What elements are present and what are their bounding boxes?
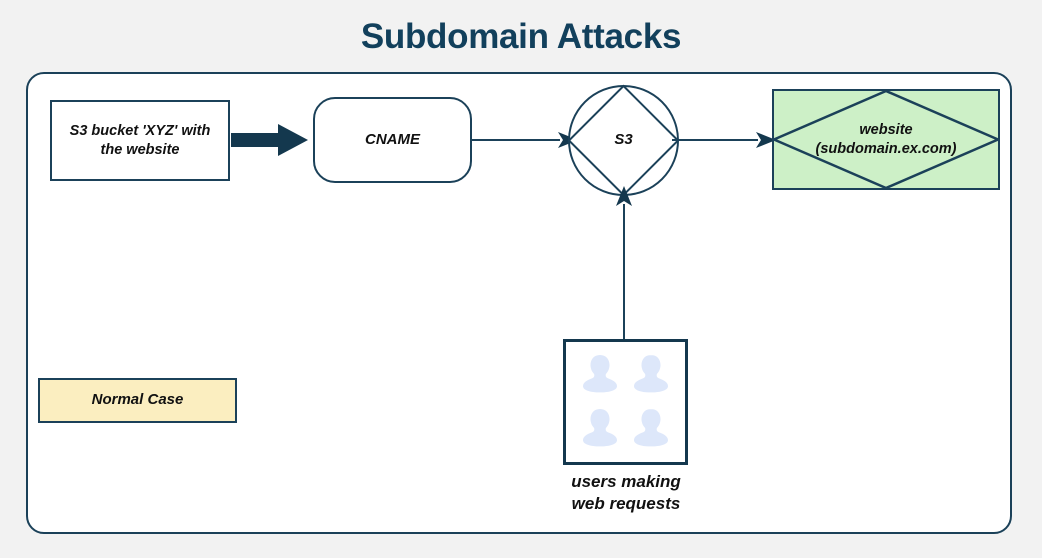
edge-users-to-s3-arrow	[608, 186, 640, 342]
node-s3-bucket-label: S3 bucket 'XYZ' with the website	[69, 123, 211, 158]
edge-s3-to-website-arrow	[672, 124, 778, 156]
person-icon	[582, 355, 617, 393]
legend-normal-case-label: Normal Case	[91, 391, 184, 409]
node-website-label: website (subdomain.ex.com)	[815, 122, 957, 157]
person-icon	[634, 355, 669, 393]
node-s3[interactable]: S3	[567, 84, 680, 197]
edge-s3bucket-to-cname-arrow	[231, 122, 309, 158]
node-s3-bucket[interactable]: S3 bucket 'XYZ' with the website	[50, 100, 230, 181]
person-icon	[582, 409, 617, 447]
node-cname[interactable]: CNAME	[313, 97, 472, 183]
person-icon	[634, 409, 669, 447]
page-title: Subdomain Attacks	[360, 17, 682, 56]
node-s3-label: S3	[614, 131, 633, 149]
users-icon-grid	[566, 342, 685, 462]
node-users[interactable]	[563, 339, 688, 465]
edge-cname-to-s3-arrow	[470, 124, 580, 156]
legend-normal-case[interactable]: Normal Case	[38, 378, 237, 423]
node-website-diamond	[772, 89, 1000, 190]
node-cname-label: CNAME	[365, 130, 420, 148]
node-users-caption: users making web requests	[571, 472, 681, 514]
node-website[interactable]: website (subdomain.ex.com)	[772, 89, 1000, 190]
